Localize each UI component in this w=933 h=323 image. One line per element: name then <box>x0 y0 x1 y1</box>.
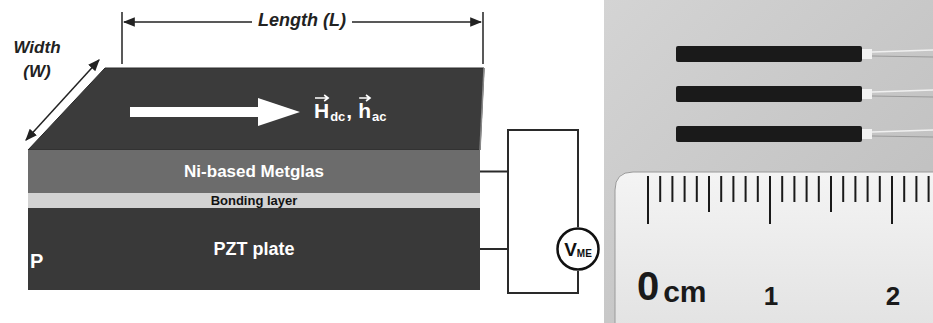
loop-wire <box>507 172 509 250</box>
ruler-tick <box>891 176 893 224</box>
extension-line <box>482 12 484 64</box>
dimension-label: Length (L) <box>252 11 352 29</box>
ruler-tick <box>915 176 917 202</box>
voltmeter-circle: VME <box>556 227 600 271</box>
ruler-tick <box>708 176 710 212</box>
lead-wire <box>872 90 933 92</box>
ruler-number: 0 <box>637 266 659 306</box>
strip-contact <box>862 89 872 99</box>
text-holder: Bonding layer <box>28 193 480 208</box>
text-holder: PZT plate <box>28 208 480 290</box>
ruler-tick <box>781 176 783 202</box>
ruler-number: 1 <box>764 283 778 309</box>
ruler-ticks <box>648 176 929 224</box>
ruler-tick <box>647 176 649 224</box>
field-symbol: H <box>314 100 329 121</box>
ruler-tick <box>879 176 881 202</box>
ruler-tick <box>842 176 844 202</box>
ruler-tick <box>806 176 808 202</box>
top-face <box>28 68 484 150</box>
field-subscript: dc <box>330 110 345 123</box>
ruler-tick <box>696 176 698 202</box>
extension-line <box>121 12 123 64</box>
circuit-wire <box>480 130 578 227</box>
lead-wire <box>872 56 933 57</box>
layer-label: V <box>564 240 577 259</box>
metglas-layer: Ni-based Metglas <box>28 150 480 193</box>
ruler-tick <box>745 176 747 202</box>
ruler-unit: cm <box>663 277 706 307</box>
sample-strip <box>676 86 862 102</box>
lead-wire <box>872 50 933 52</box>
lead-wire <box>872 130 933 132</box>
sample-strip <box>676 46 862 62</box>
separator: , <box>346 100 352 121</box>
ruler <box>615 172 933 323</box>
ruler-tick <box>818 176 820 202</box>
ruler-tick <box>854 176 856 202</box>
lead-wire <box>872 96 933 97</box>
meter-circle <box>558 229 599 270</box>
dimension-label: Width (W) <box>6 36 68 84</box>
pzt-plate: PZT plate <box>28 208 480 290</box>
text-holder: VME <box>556 227 600 271</box>
layer-label: Bonding layer <box>211 194 298 207</box>
field-subscript: ac <box>372 110 386 123</box>
text-holder: Ni-based Metglas <box>28 150 480 193</box>
ruler-tick <box>830 176 832 212</box>
polarization-symbol: P <box>30 251 43 271</box>
side-edge <box>480 68 484 150</box>
field-arrow <box>130 98 300 126</box>
layer-label: ME <box>577 249 592 259</box>
sample-strip <box>676 126 862 142</box>
ruler-tick <box>793 176 795 202</box>
ruler-tick <box>867 176 869 202</box>
strip-contact <box>862 49 872 59</box>
ruler-tick <box>732 176 734 202</box>
ruler-tick <box>671 176 673 202</box>
ruler-tick <box>720 176 722 202</box>
ruler-tick <box>928 176 930 202</box>
ruler-tick <box>903 176 905 202</box>
field-symbol: h <box>358 100 371 121</box>
strip-contact <box>862 129 872 139</box>
ruler-number: 2 <box>886 283 900 309</box>
ruler-tick <box>757 176 759 202</box>
ruler-tick <box>684 176 686 202</box>
lead-wire <box>872 136 933 137</box>
bonding-layer: Bonding layer <box>28 193 480 208</box>
layer-label: Ni-based Metglas <box>184 163 324 180</box>
ruler-tick <box>659 176 661 202</box>
ruler-tick <box>769 176 771 224</box>
layer-label: PZT plate <box>213 240 294 258</box>
